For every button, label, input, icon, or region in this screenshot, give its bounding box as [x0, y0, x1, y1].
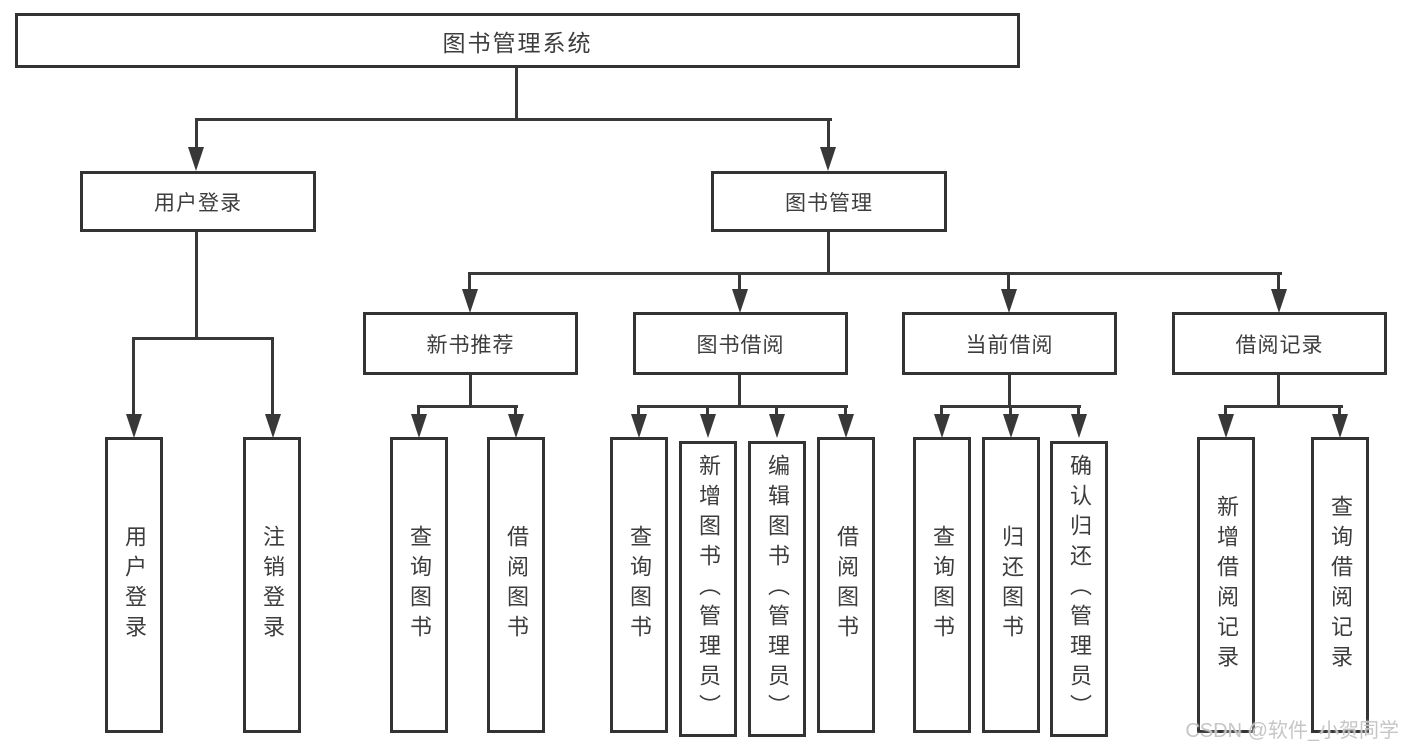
arrow-down-icon	[1271, 289, 1287, 313]
connector-line	[844, 405, 847, 415]
connector-line	[468, 272, 1282, 275]
leaf-label: 注销登录	[260, 525, 285, 645]
connector-line	[706, 405, 709, 415]
csdn-watermark: CSDN @软件_小贺同学	[1185, 720, 1399, 742]
connector-line	[775, 405, 778, 415]
connector-line	[132, 337, 135, 416]
leaf-label: 归还图书	[999, 525, 1024, 645]
arrow-down-icon	[769, 414, 785, 438]
arrow-down-icon	[631, 414, 647, 438]
leaf-label: 借阅图书	[504, 525, 529, 645]
leaf-label: 借阅图书	[834, 525, 859, 645]
node-book-borrow: 图书借阅	[633, 312, 848, 375]
connector-line	[827, 232, 830, 275]
leaf-confirm-return-admin: 确认归还（管理员）	[1050, 441, 1108, 737]
leaf-label: 新增借阅记录	[1214, 495, 1239, 675]
leaf-borrow-books: 借阅图书	[817, 437, 875, 733]
arrow-down-icon	[700, 414, 716, 438]
connector-line	[637, 405, 848, 408]
leaf-borrow-books: 借阅图书	[487, 437, 545, 733]
leaf-label: 新增图书（管理员）	[696, 454, 721, 724]
arrow-down-icon	[126, 414, 142, 438]
connector-line	[1077, 405, 1080, 415]
arrow-down-icon	[934, 414, 950, 438]
arrow-down-icon	[820, 147, 836, 171]
leaf-label: 用户登录	[122, 525, 147, 645]
connector-line	[1007, 272, 1010, 290]
leaf-label: 查询图书	[627, 525, 652, 645]
leaf-query-books: 查询图书	[390, 437, 448, 733]
arrow-down-icon	[462, 289, 478, 313]
connector-line	[469, 375, 472, 408]
connector-line	[195, 118, 832, 121]
leaf-add-borrow-record: 新增借阅记录	[1197, 437, 1255, 733]
arrow-down-icon	[1332, 414, 1348, 438]
connector-line	[1224, 405, 1343, 408]
arrow-down-icon	[508, 414, 524, 438]
connector-line	[1224, 405, 1227, 415]
leaf-label: 查询借阅记录	[1328, 495, 1353, 675]
leaf-label: 查询图书	[930, 525, 955, 645]
leaf-label: 编辑图书（管理员）	[765, 454, 790, 724]
connector-line	[1008, 375, 1011, 408]
connector-line	[1277, 272, 1280, 290]
connector-line	[940, 405, 943, 415]
leaf-query-books: 查询图书	[610, 437, 668, 733]
arrow-down-icon	[1071, 414, 1087, 438]
arrow-down-icon	[411, 414, 427, 438]
connector-line	[827, 118, 830, 149]
leaf-return-books: 归还图书	[982, 437, 1040, 733]
connector-line	[1277, 375, 1280, 408]
arrow-down-icon	[265, 414, 281, 438]
leaf-query-borrow-record: 查询借阅记录	[1311, 437, 1369, 733]
connector-line	[195, 232, 198, 339]
arrow-down-icon	[1003, 414, 1019, 438]
leaf-label: 确认归还（管理员）	[1067, 454, 1092, 724]
connector-line	[514, 405, 517, 415]
node-borrow-records: 借阅记录	[1172, 312, 1387, 375]
connector-line	[1338, 405, 1341, 415]
node-new-book-recommend: 新书推荐	[363, 312, 578, 375]
connector-line	[637, 405, 640, 415]
arrow-down-icon	[1001, 289, 1017, 313]
connector-line	[195, 118, 198, 149]
connector-line	[132, 337, 274, 340]
connector-line	[515, 66, 518, 120]
node-book-management: 图书管理	[711, 171, 947, 232]
connector-line	[1009, 405, 1012, 415]
leaf-logout: 注销登录	[243, 437, 301, 733]
connector-line	[271, 337, 274, 416]
connector-line	[738, 272, 741, 290]
node-user-login-branch: 用户登录	[80, 171, 316, 232]
arrow-down-icon	[732, 289, 748, 313]
leaf-edit-book-admin: 编辑图书（管理员）	[748, 441, 806, 737]
leaf-label: 查询图书	[407, 525, 432, 645]
arrow-down-icon	[1218, 414, 1234, 438]
leaf-user-login: 用户登录	[105, 437, 163, 733]
leaf-query-books: 查询图书	[913, 437, 971, 733]
arrow-down-icon	[838, 414, 854, 438]
connector-line	[417, 405, 518, 408]
leaf-add-book-admin: 新增图书（管理员）	[679, 441, 737, 737]
arrow-down-icon	[188, 147, 204, 171]
node-root-system: 图书管理系统	[15, 13, 1020, 68]
node-current-borrow: 当前借阅	[902, 312, 1117, 375]
connector-line	[738, 375, 741, 408]
connector-line	[468, 272, 471, 290]
connector-line	[417, 405, 420, 415]
